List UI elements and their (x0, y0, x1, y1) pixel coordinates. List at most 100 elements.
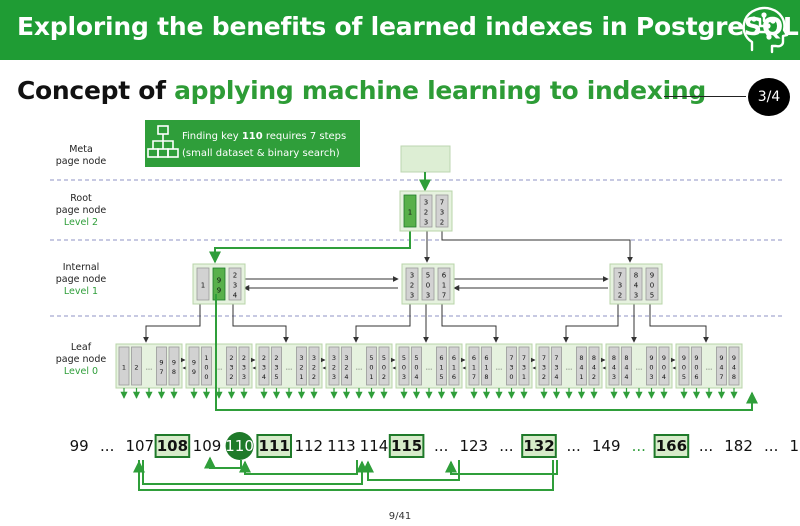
svg-text:166: 166 (656, 437, 687, 455)
node-key-text: 2 (618, 292, 622, 300)
node-key-text: 2 (440, 219, 444, 227)
node-key-cell: 903 (646, 346, 657, 386)
node-key-text: 4 (732, 363, 736, 371)
node-key-cell: 842 (588, 346, 600, 386)
node-key-cell: 732 (613, 267, 627, 301)
node-key-text: 3 (522, 363, 526, 371)
root-label-line2: page node (56, 205, 107, 216)
node-key-cell: 324 (341, 346, 352, 386)
node-key-text: 3 (242, 373, 246, 381)
node-key-text: 5 (382, 354, 386, 362)
node-key-text: 3 (554, 363, 558, 371)
node-key-text: … (216, 363, 223, 371)
node-key-text: 9 (719, 354, 723, 362)
brain-head-icon (742, 6, 789, 54)
svg-text:...: ... (434, 437, 448, 455)
leaf-pointer-arrows (330, 388, 388, 399)
key-value: ... (434, 437, 448, 455)
node-key-cell: 323 (405, 267, 419, 301)
node-key-text: 4 (624, 363, 628, 371)
svg-text:...: ... (499, 437, 513, 455)
root-label-line1: Root (70, 193, 92, 204)
node-key-text: 3 (274, 363, 278, 371)
key-value: ... (499, 437, 513, 455)
node-key-text: 4 (592, 363, 596, 371)
key-value: 123 (459, 437, 488, 455)
node-key-text: 3 (332, 354, 336, 362)
node-key-cell: 321 (296, 346, 307, 386)
node-key-text: 9 (172, 359, 176, 367)
node-key-text: 3 (344, 354, 348, 362)
node-key-text: 3 (509, 363, 513, 371)
svg-text:...: ... (100, 437, 114, 455)
node-key-cell: 232 (226, 346, 237, 386)
node-key-text: 6 (452, 354, 456, 362)
node-key-text: … (636, 363, 643, 371)
callout-text-line1: Finding key 110 requires 7 steps (182, 131, 346, 142)
node-key-text: 7 (554, 354, 558, 362)
node-key-text: 7 (509, 354, 513, 362)
node-key-text: 0 (649, 363, 653, 371)
node-key-text: 2 (242, 354, 246, 362)
node-key-text: 0 (682, 363, 686, 371)
node-key-text: 4 (662, 373, 666, 381)
svg-text:112: 112 (294, 437, 323, 455)
leaf-sibling-link (320, 357, 328, 371)
node-key-cell: 322 (308, 346, 320, 386)
internal-label-line2: page node (56, 274, 107, 285)
node-key-cell: 843 (608, 346, 620, 386)
internal-sibling-links (243, 276, 609, 291)
node-key-text: 9 (662, 354, 666, 362)
svg-text:149: 149 (592, 437, 621, 455)
node-key-text: 6 (439, 354, 443, 362)
leaf-label-line1: Leaf (71, 342, 92, 353)
node-key-text: 4 (579, 363, 583, 371)
node-key-text: 2 (262, 354, 266, 362)
probed-key: 132 (521, 434, 557, 458)
svg-text:132: 132 (523, 437, 554, 455)
node-key-cell: 323 (419, 194, 433, 228)
node-key-text: 2 (344, 363, 348, 371)
node-key-text: 2 (542, 373, 546, 381)
node-key-text: 3 (402, 373, 406, 381)
node-key-text: 0 (650, 282, 654, 290)
leaf-pointer-arrows (540, 388, 598, 399)
leaf-sibling-link (180, 357, 188, 371)
node-key-cell: 948 (728, 346, 740, 386)
node-key-cell: 502 (378, 346, 390, 386)
node-key-text: 8 (172, 368, 176, 376)
leaf-pointer-arrows (680, 388, 738, 399)
node-key-text: … (496, 363, 503, 371)
node-key-cell: 905 (645, 267, 659, 301)
svg-text:123: 123 (459, 437, 488, 455)
leaf-pointer-arrows (120, 388, 178, 399)
node-key-text: 0 (694, 363, 698, 371)
key-value: 149 (592, 437, 621, 455)
node-key-text: 2 (233, 272, 237, 280)
node-key-text: 1 (442, 282, 446, 290)
node-key-cell: 100 (201, 346, 212, 386)
node-key-cell: 617 (437, 267, 451, 301)
node-key-text: 7 (618, 272, 622, 280)
leaf-sibling-link (460, 357, 468, 371)
node-key-text: 6 (442, 272, 447, 280)
node-key-text: 8 (579, 354, 583, 362)
node-key-text: 3 (612, 373, 616, 381)
node-key-text: 1 (484, 363, 488, 371)
node-key-text: 0 (426, 282, 430, 290)
key-value: 109 (193, 437, 222, 455)
node-key-text: 3 (424, 199, 428, 207)
node-key-text: 4 (233, 292, 238, 300)
node-key-text: 1 (522, 373, 526, 381)
node-key-cell: 734 (551, 346, 562, 386)
node-key-text: 3 (229, 363, 233, 371)
node-key-cell: 99 (212, 267, 226, 301)
internal-level-label: Level 1 (64, 286, 98, 297)
node-key-text: 8 (612, 354, 616, 362)
meta-label-line1: Meta (69, 144, 93, 155)
